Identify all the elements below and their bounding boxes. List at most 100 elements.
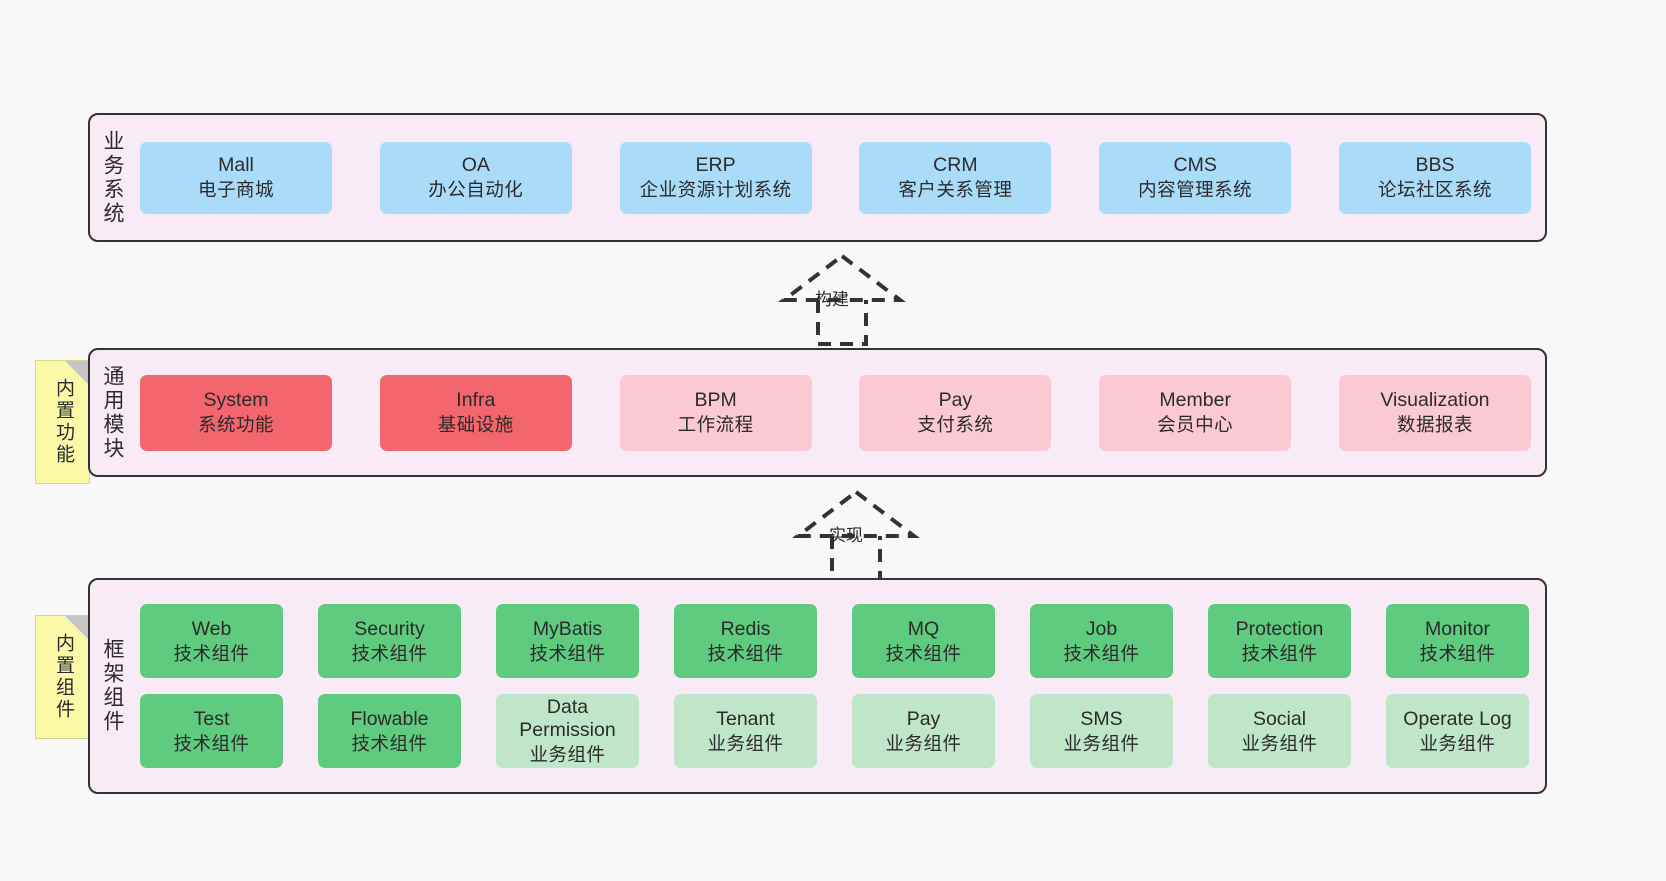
connector-implement-label: 实现 (829, 526, 863, 545)
card-pay-component-title: Pay (906, 707, 941, 730)
layer-common-modules-body: System 系统功能 Infra 基础设施 BPM 工作流程 Pay 支付系统… (134, 350, 1545, 475)
card-flowable-subtitle: 技术组件 (351, 732, 428, 754)
card-security-subtitle: 技术组件 (351, 642, 428, 664)
card-sms-title: SMS (1080, 707, 1123, 730)
card-mall[interactable]: Mall 电子商城 (140, 141, 332, 214)
card-mall-title: Mall (218, 154, 254, 177)
card-sms[interactable]: SMS 业务组件 (1030, 694, 1173, 768)
card-security-title: Security (354, 617, 425, 640)
card-pay-component[interactable]: Pay 业务组件 (852, 694, 995, 768)
card-member-title: Member (1159, 389, 1231, 412)
card-mybatis-title: MyBatis (532, 617, 603, 640)
card-security[interactable]: Security 技术组件 (318, 604, 461, 678)
sticky-note-builtin-feature: 内置功能 (35, 360, 90, 484)
card-visualization-title: Visualization (1380, 389, 1490, 412)
card-system-title: System (203, 389, 269, 412)
card-tenant-subtitle: 业务组件 (707, 732, 784, 754)
card-test[interactable]: Test 技术组件 (140, 694, 283, 768)
card-system[interactable]: System 系统功能 (140, 374, 332, 451)
card-cms-subtitle: 内容管理系统 (1138, 179, 1253, 201)
layer-business-systems-body: Mall 电子商城 OA 办公自动化 ERP 企业资源计划系统 CRM 客户关系… (134, 115, 1545, 240)
card-tenant-title: Tenant (716, 707, 775, 730)
card-tenant[interactable]: Tenant 业务组件 (674, 694, 817, 768)
layer-business-systems-label: 业务系统 (101, 129, 125, 226)
card-protection[interactable]: Protection 技术组件 (1208, 604, 1351, 678)
card-infra[interactable]: Infra 基础设施 (379, 374, 572, 451)
card-operate-log-title: Operate Log (1403, 707, 1512, 730)
card-pay-module-title: Pay (938, 389, 973, 412)
card-crm-title: CRM (933, 154, 978, 177)
card-data-permission[interactable]: Data Permission 业务组件 (496, 694, 639, 768)
card-mall-subtitle: 电子商城 (197, 179, 274, 201)
card-erp[interactable]: ERP 企业资源计划系统 (619, 141, 812, 214)
card-oa-subtitle: 办公自动化 (428, 179, 524, 201)
connector-build: 构建 (752, 252, 932, 348)
card-cms[interactable]: CMS 内容管理系统 (1099, 141, 1292, 214)
card-bbs[interactable]: BBS 论坛社区系统 (1338, 141, 1531, 214)
layer-common-modules-label: 通用模块 (101, 364, 125, 461)
layer-framework-components: 框架组件 Web 技术组件 Security 技术组件 MyBatis 技术组件… (88, 578, 1547, 794)
card-system-subtitle: 系统功能 (197, 414, 274, 436)
layer-framework-components-label: 框架组件 (101, 638, 125, 734)
card-web[interactable]: Web 技术组件 (140, 604, 283, 678)
card-infra-title: Infra (456, 389, 496, 412)
card-flowable[interactable]: Flowable 技术组件 (318, 694, 461, 768)
card-monitor[interactable]: Monitor 技术组件 (1386, 604, 1529, 678)
card-erp-subtitle: 企业资源计划系统 (639, 179, 792, 201)
card-pay-module[interactable]: Pay 支付系统 (859, 374, 1052, 451)
framework-business-row: Test 技术组件 Flowable 技术组件 Data Permission … (140, 694, 1529, 768)
card-mq[interactable]: MQ 技术组件 (852, 604, 995, 678)
card-monitor-subtitle: 技术组件 (1419, 642, 1496, 664)
card-job[interactable]: Job 技术组件 (1030, 604, 1173, 678)
card-oa[interactable]: OA 办公自动化 (379, 141, 572, 214)
card-bpm[interactable]: BPM 工作流程 (619, 374, 812, 451)
card-mq-subtitle: 技术组件 (885, 642, 962, 664)
common-modules-row: System 系统功能 Infra 基础设施 BPM 工作流程 Pay 支付系统… (140, 374, 1531, 451)
card-data-permission-title: Data Permission (519, 695, 616, 742)
card-mq-title: MQ (907, 617, 940, 640)
card-crm-subtitle: 客户关系管理 (898, 179, 1013, 201)
card-pay-component-subtitle: 业务组件 (885, 732, 962, 754)
layer-business-systems: 业务系统 Mall 电子商城 OA 办公自动化 ERP 企业资源计划系统 CRM (88, 113, 1547, 242)
card-cms-title: CMS (1173, 154, 1217, 177)
card-pay-module-subtitle: 支付系统 (917, 414, 994, 436)
framework-tech-row: Web 技术组件 Security 技术组件 MyBatis 技术组件 Redi… (140, 604, 1529, 678)
layer-framework-components-body: Web 技术组件 Security 技术组件 MyBatis 技术组件 Redi… (134, 580, 1545, 792)
card-protection-subtitle: 技术组件 (1241, 642, 1318, 664)
card-data-permission-subtitle: 业务组件 (529, 743, 606, 765)
card-monitor-title: Monitor (1424, 617, 1491, 640)
card-redis-title: Redis (720, 617, 771, 640)
card-visualization[interactable]: Visualization 数据报表 (1338, 374, 1531, 451)
card-erp-title: ERP (695, 154, 736, 177)
card-web-title: Web (191, 617, 232, 640)
connector-implement-arrow (792, 489, 920, 582)
card-redis-subtitle: 技术组件 (707, 642, 784, 664)
card-bpm-title: BPM (694, 389, 737, 412)
card-redis[interactable]: Redis 技术组件 (674, 604, 817, 678)
card-web-subtitle: 技术组件 (173, 642, 250, 664)
sticky-note-builtin-component: 内置组件 (35, 615, 90, 739)
card-protection-title: Protection (1235, 617, 1324, 640)
card-test-subtitle: 技术组件 (173, 732, 250, 754)
card-social-title: Social (1252, 707, 1307, 730)
card-social-subtitle: 业务组件 (1241, 732, 1318, 754)
card-infra-subtitle: 基础设施 (437, 414, 514, 436)
card-operate-log-subtitle: 业务组件 (1419, 732, 1496, 754)
connector-implement: 实现 (766, 488, 946, 584)
connector-build-arrow (778, 253, 906, 346)
card-social[interactable]: Social 业务组件 (1208, 694, 1351, 768)
card-mybatis-subtitle: 技术组件 (529, 642, 606, 664)
card-member-subtitle: 会员中心 (1157, 414, 1234, 436)
card-mybatis[interactable]: MyBatis 技术组件 (496, 604, 639, 678)
card-crm[interactable]: CRM 客户关系管理 (859, 141, 1052, 214)
card-sms-subtitle: 业务组件 (1063, 732, 1140, 754)
card-bbs-title: BBS (1415, 154, 1455, 177)
card-operate-log[interactable]: Operate Log 业务组件 (1386, 694, 1529, 768)
layer-common-modules: 通用模块 System 系统功能 Infra 基础设施 BPM 工作流程 Pay (88, 348, 1547, 477)
business-systems-row: Mall 电子商城 OA 办公自动化 ERP 企业资源计划系统 CRM 客户关系… (140, 141, 1531, 214)
card-job-title: Job (1085, 617, 1118, 640)
card-visualization-subtitle: 数据报表 (1396, 414, 1473, 436)
connector-build-label: 构建 (815, 290, 849, 309)
card-member[interactable]: Member 会员中心 (1099, 374, 1292, 451)
